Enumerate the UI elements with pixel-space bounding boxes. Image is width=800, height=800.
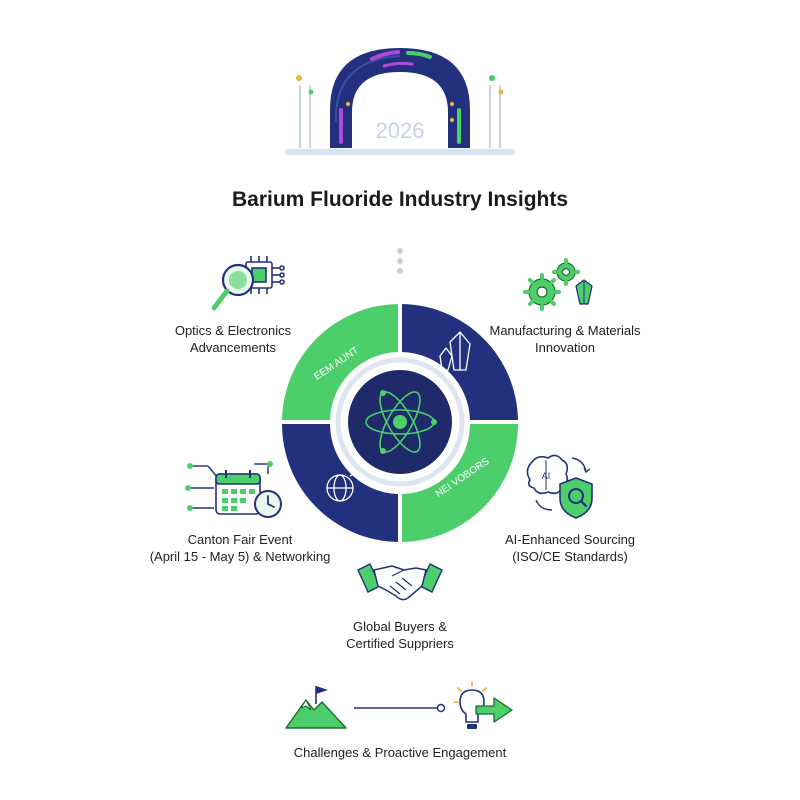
brain-shield-icon: AI xyxy=(526,454,593,519)
topic-buyers-label: Global Buyers & Certified Suppriers xyxy=(320,618,480,652)
wheel-segment-bottom-right xyxy=(402,424,518,542)
atom-electron xyxy=(431,419,437,425)
topic-ai-label: AI-Enhanced Sourcing (ISO/CE Standards) xyxy=(480,531,660,565)
mountain-flag-icon xyxy=(285,686,347,729)
crystal-icon xyxy=(439,331,471,371)
topic-canton-line1: Canton Fair Event xyxy=(187,532,293,547)
topic-buyers-line1: Global Buyers & xyxy=(353,619,447,634)
handshake-icon xyxy=(357,563,443,601)
decor-dot xyxy=(489,75,495,81)
arch-accent xyxy=(382,61,414,68)
calendar-clock-icon xyxy=(185,461,282,518)
decor-dot xyxy=(346,102,350,106)
lightbulb-arrow-icon xyxy=(453,681,513,729)
topic-ai-line1: AI-Enhanced Sourcing xyxy=(504,532,636,547)
topic-canton-line2: (April 15 - May 5) & Networking xyxy=(149,549,331,564)
decor-dot xyxy=(450,102,454,106)
wheel-segment-bottom-left xyxy=(282,424,398,542)
topic-manufacturing-line2: Innovation xyxy=(535,340,595,355)
page-title: Barium Fluoride Industry Insights xyxy=(231,188,569,211)
topic-manufacturing-label: Manufacturing & Materials Innovation xyxy=(470,322,660,356)
topic-optics-label: Optics & Electronics Advancements xyxy=(148,322,318,356)
gears-crystal-icon xyxy=(523,258,593,311)
topic-ai-line2: (ISO/CE Standards) xyxy=(512,549,628,564)
insight-wheel: EEM AUNT NEI VOBORS xyxy=(282,304,518,542)
atom-nucleus xyxy=(393,415,407,429)
arch-accent xyxy=(370,50,400,61)
wheel-segment-top-left xyxy=(282,304,398,420)
progress-connector xyxy=(354,703,446,713)
topic-canton-label: Canton Fair Event (April 15 - May 5) & N… xyxy=(130,531,350,565)
wheel-inner-ring-stroke xyxy=(335,357,465,487)
atom-electron xyxy=(380,448,386,454)
magnifier-chip-icon xyxy=(211,256,285,311)
arch-accent xyxy=(406,51,432,59)
arch-body xyxy=(330,48,470,148)
topic-optics-line1: Optics & Electronics xyxy=(174,323,292,338)
ai-glyph: AI xyxy=(542,471,551,481)
topic-optics-line2: Advancements xyxy=(190,340,276,355)
decor-dot xyxy=(498,89,504,95)
decor-dot xyxy=(308,89,314,95)
footer-label: Challenges & Proactive Engagement xyxy=(293,745,507,760)
vertical-dots xyxy=(397,248,403,274)
arch-base xyxy=(285,149,515,155)
year-text: 2026 xyxy=(376,118,425,143)
topic-buyers-line2: Certified Suppriers xyxy=(346,636,454,651)
decor-dot xyxy=(450,118,454,122)
globe-icon xyxy=(326,471,359,502)
arch-illustration: 2026 xyxy=(285,48,515,155)
topic-manufacturing-line1: Manufacturing & Materials xyxy=(489,323,641,338)
arch-highlight xyxy=(334,55,401,123)
atom-electron xyxy=(380,390,386,396)
decor-dot xyxy=(296,75,302,81)
